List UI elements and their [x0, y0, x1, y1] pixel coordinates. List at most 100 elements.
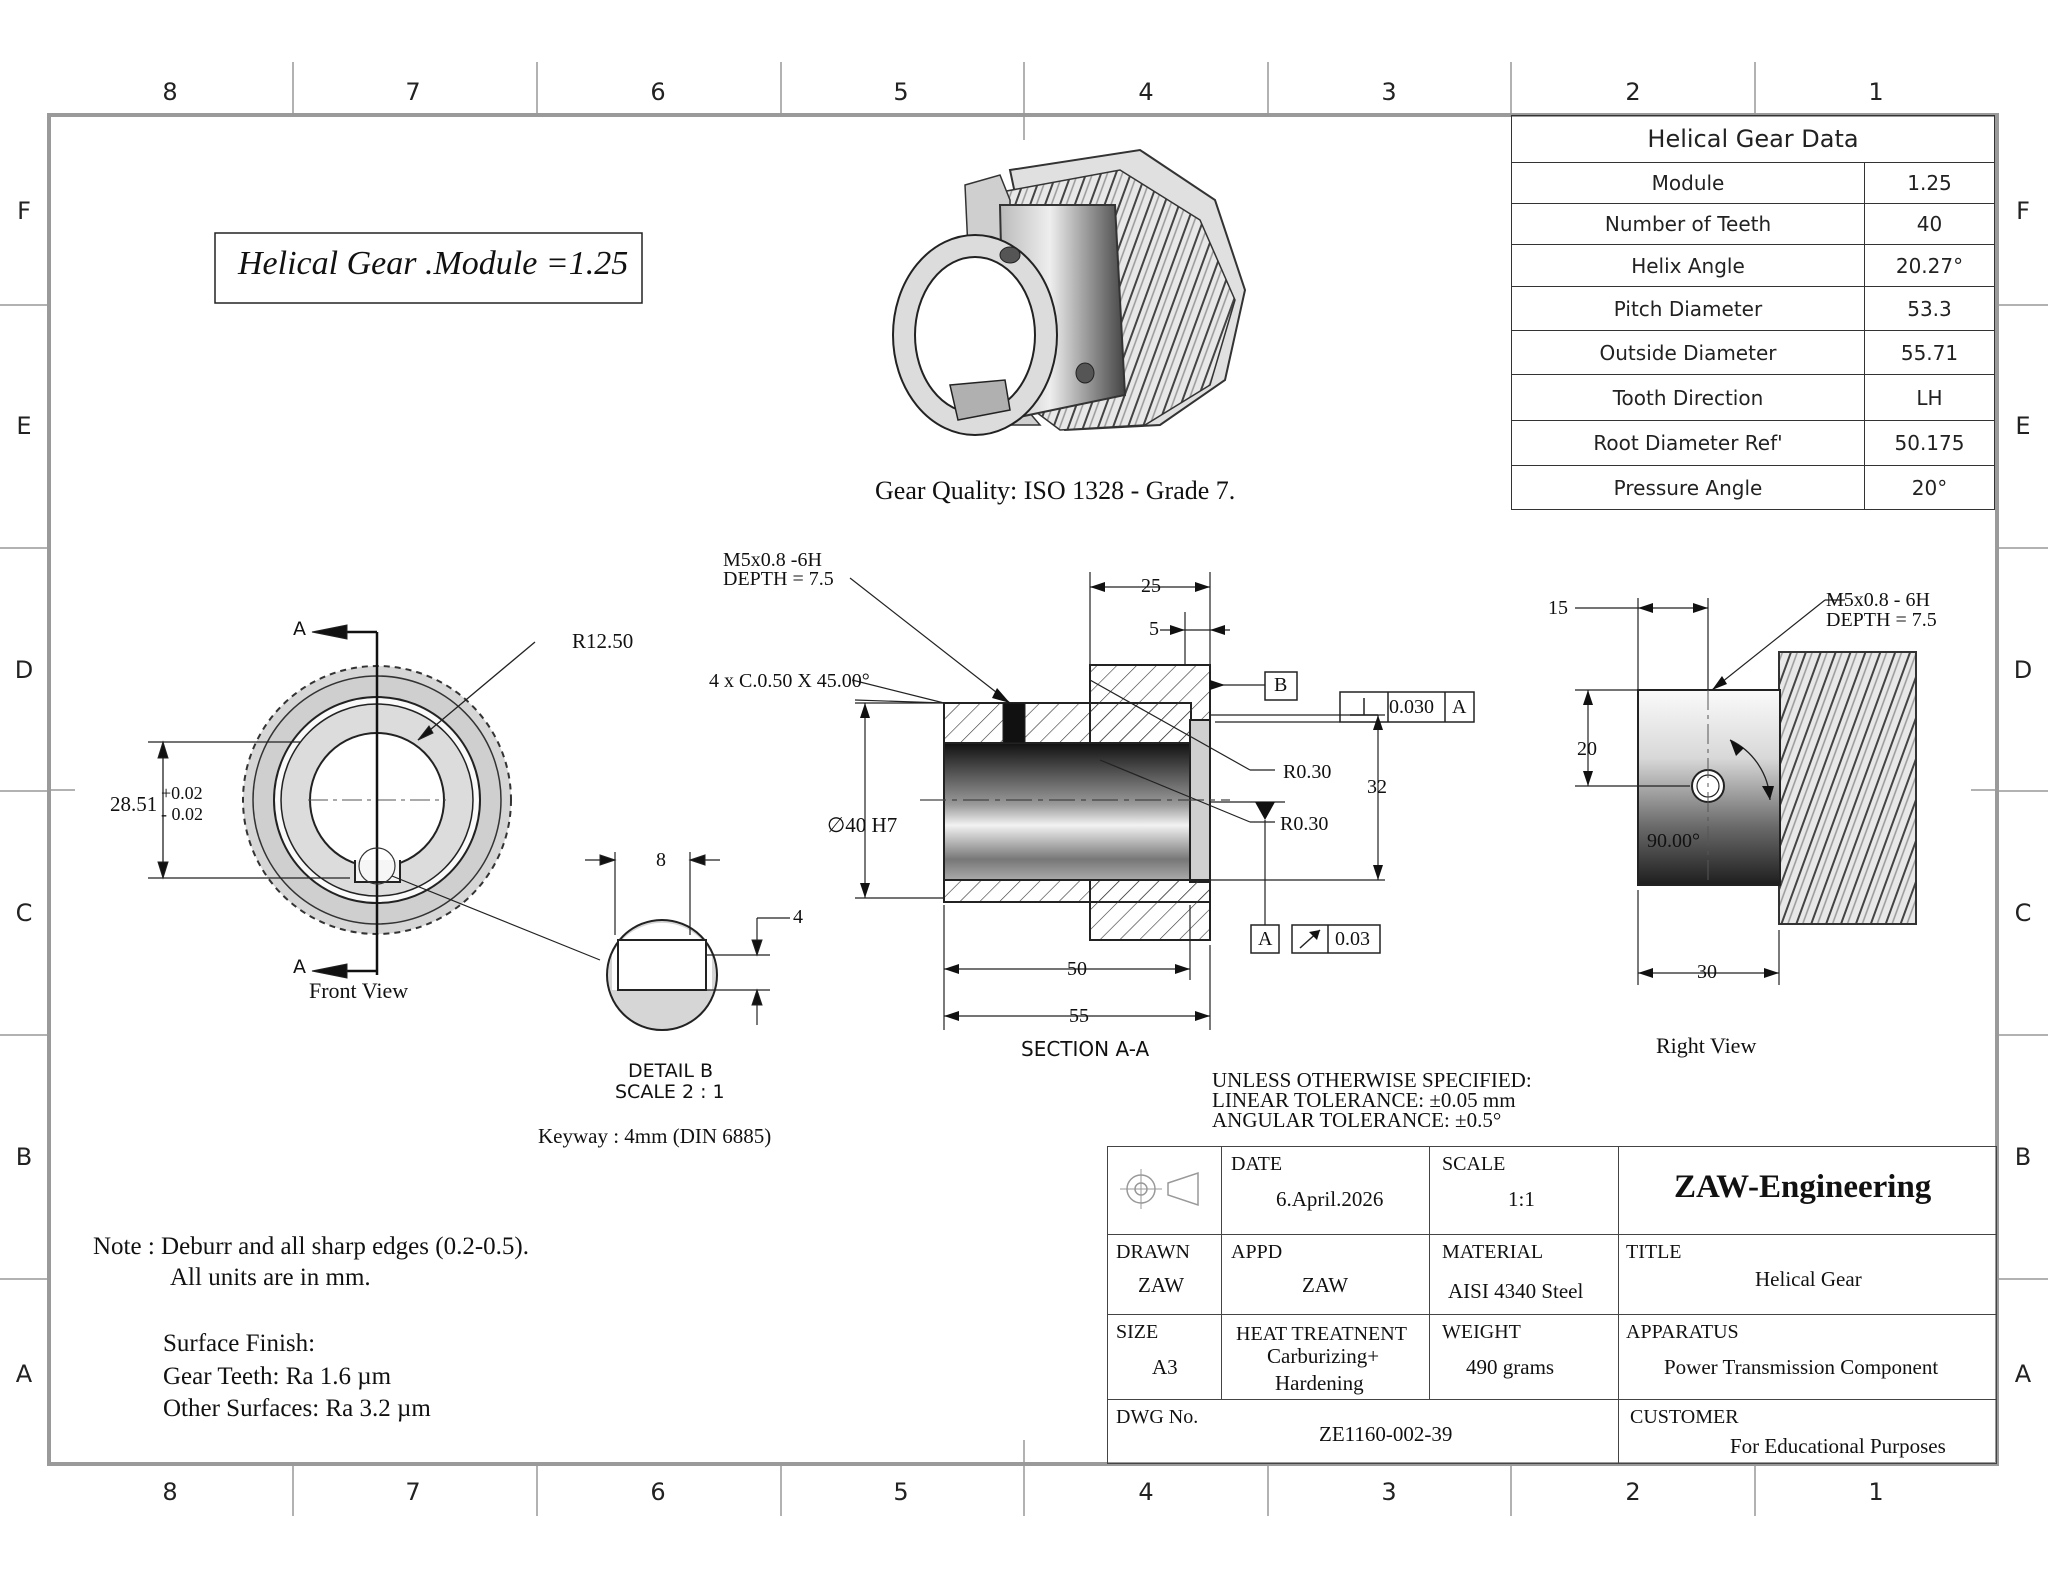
- tb-size-label: SIZE: [1116, 1321, 1159, 1343]
- zone-col-7: 7: [405, 78, 421, 106]
- main-title: Helical Gear .Module =1.25: [238, 245, 629, 282]
- tb-weight-label: WEIGHT: [1442, 1321, 1521, 1343]
- detail-b-geometry: [585, 852, 790, 1031]
- zone-col-1: 1: [1868, 78, 1884, 106]
- tb-projection-cell: [1107, 1146, 1222, 1235]
- tb-dwg: ZE1160-002-39: [1319, 1422, 1453, 1446]
- gear-data-value: 55.71: [1864, 330, 1995, 375]
- tb-title-cell: TITLE Helical Gear: [1618, 1234, 1997, 1315]
- zone-row-c-right: C: [2014, 899, 2032, 927]
- tb-appd-label: APPD: [1231, 1241, 1283, 1263]
- zone-col-2-bottom: 2: [1625, 1478, 1641, 1506]
- thread-callout: M5x0.8 -6H: [723, 549, 822, 571]
- tb-material: AISI 4340 Steel: [1448, 1279, 1584, 1303]
- section-marker-bottom: A: [293, 956, 306, 978]
- tb-drawn: ZAW: [1138, 1273, 1185, 1297]
- gear-data-value: LH: [1864, 374, 1995, 421]
- dim-32: 32: [1367, 776, 1387, 798]
- gear-quality-note: Gear Quality: ISO 1328 - Grade 7.: [875, 476, 1236, 505]
- gear-data-label: Pressure Angle: [1511, 465, 1865, 510]
- tb-size: A3: [1152, 1355, 1178, 1379]
- zone-row-b-right: B: [2014, 1143, 2032, 1171]
- chamfer-callout: 4 x C.0.50 X 45.00°: [709, 670, 870, 692]
- gear-data-label: Tooth Direction: [1511, 374, 1865, 421]
- zone-row-a-left: A: [15, 1360, 33, 1388]
- note-line-5: Other Surfaces: Ra 3.2 µm: [163, 1395, 431, 1422]
- zone-col-6: 6: [650, 78, 666, 106]
- gear-data-title: Helical Gear Data: [1511, 115, 1995, 163]
- tb-weight-cell: WEIGHT 490 grams: [1429, 1314, 1619, 1400]
- front-view-label: Front View: [309, 978, 409, 1003]
- tb-customer: For Educational Purposes: [1730, 1434, 1946, 1458]
- tb-customer-cell: CUSTOMER For Educational Purposes: [1618, 1399, 1997, 1464]
- gear-data-value: 1.25: [1864, 162, 1995, 204]
- tolerance-plus: +0.02: [161, 783, 203, 803]
- right-view-geometry: [1575, 598, 1917, 985]
- zone-col-8: 8: [162, 78, 178, 106]
- zone-col-2: 2: [1625, 78, 1641, 106]
- note-line-2: All units are in mm.: [170, 1264, 371, 1291]
- tb-apparatus-cell: APPARATUS Power Transmission Component: [1618, 1314, 1997, 1400]
- gear-data-label: Outside Diameter: [1511, 330, 1865, 375]
- dim-5: 5: [1149, 618, 1159, 640]
- section-marker-top: A: [293, 618, 306, 640]
- right-view-label: Right View: [1656, 1033, 1757, 1058]
- tolerance-minus: - 0.02: [161, 804, 203, 824]
- note-line-3: Surface Finish:: [163, 1330, 316, 1357]
- tb-heat-label: HEAT TREATNENT: [1236, 1323, 1407, 1345]
- rv-thread-depth: DEPTH = 7.5: [1826, 609, 1937, 631]
- gear-data-value: 50.175: [1864, 420, 1995, 466]
- rv-dim-20: 20: [1577, 738, 1597, 760]
- zone-row-c-left: C: [15, 899, 33, 927]
- tb-scale-cell: SCALE 1:1: [1429, 1146, 1619, 1235]
- fillet-radius-1: R0.30: [1283, 761, 1332, 783]
- zone-row-e-right: E: [2015, 412, 2031, 440]
- tb-title: Helical Gear: [1755, 1267, 1862, 1291]
- detail-b-title: DETAIL B: [628, 1060, 714, 1082]
- gear-data-label: Module: [1511, 162, 1865, 204]
- tb-apparatus: Power Transmission Component: [1664, 1355, 1939, 1379]
- tb-drawn-label: DRAWN: [1116, 1241, 1190, 1263]
- rv-thread: M5x0.8 - 6H: [1826, 589, 1930, 611]
- bore-dim: ∅40 H7: [827, 813, 898, 837]
- tb-date-cell: DATE 6.April.2026: [1221, 1146, 1430, 1235]
- radius-label: R12.50: [572, 629, 634, 653]
- gear-data-label: Pitch Diameter: [1511, 286, 1865, 331]
- tb-scale: 1:1: [1508, 1187, 1535, 1211]
- gear-data-value: 40: [1864, 203, 1995, 245]
- rv-dim-15: 15: [1548, 597, 1568, 619]
- flatness-datum: A: [1452, 696, 1467, 718]
- zone-row-e-left: E: [16, 412, 32, 440]
- zone-row-f-right: F: [2016, 197, 2030, 225]
- tb-scale-label: SCALE: [1442, 1153, 1506, 1175]
- tolerance-line-1: UNLESS OTHERWISE SPECIFIED:: [1212, 1068, 1532, 1092]
- zone-col-3-bottom: 3: [1381, 1478, 1397, 1506]
- gear-data-value: 20.27°: [1864, 244, 1995, 287]
- zone-row-a-right: A: [2014, 1360, 2032, 1388]
- tolerance-line-2: LINEAR TOLERANCE: ±0.05 mm: [1212, 1088, 1516, 1112]
- tb-heat-1: Carburizing+: [1267, 1344, 1380, 1368]
- tb-heat-cell: HEAT TREATNENT Carburizing+ Hardening: [1221, 1314, 1430, 1400]
- projection-symbol-icon: [1120, 1169, 1199, 1209]
- gear-data-value: 20°: [1864, 465, 1995, 510]
- tb-weight: 490 grams: [1466, 1355, 1555, 1379]
- rv-angle: 90.00°: [1647, 830, 1700, 852]
- zone-col-7-bottom: 7: [405, 1478, 421, 1506]
- tb-dwg-label: DWG No.: [1116, 1406, 1199, 1428]
- tb-material-label: MATERIAL: [1442, 1241, 1544, 1263]
- zone-col-5: 5: [893, 78, 909, 106]
- tb-title-label: TITLE: [1626, 1241, 1682, 1263]
- thread-depth: DEPTH = 7.5: [723, 568, 834, 590]
- runout-value: 0.03: [1335, 928, 1370, 950]
- section-aa-geometry: [849, 572, 1475, 1030]
- gear-data-label: Number of Teeth: [1511, 203, 1865, 245]
- tb-date-label: DATE: [1231, 1153, 1283, 1175]
- note-line-1: Note : Deburr and all sharp edges (0.2-0…: [93, 1233, 529, 1260]
- iso-gear-render: [892, 148, 1247, 436]
- zone-col-5-bottom: 5: [893, 1478, 909, 1506]
- zone-col-3: 3: [1381, 78, 1397, 106]
- tb-date: 6.April.2026: [1276, 1187, 1384, 1211]
- zone-row-d-left: D: [14, 656, 34, 684]
